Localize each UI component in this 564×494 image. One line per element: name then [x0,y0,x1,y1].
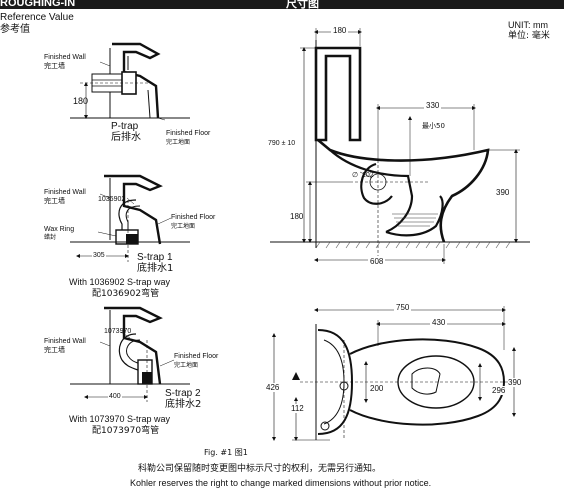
strap1-finished-wall-label: Finished Wall [44,189,86,196]
side-dim-180-top: 180 [331,26,349,35]
strap2-finished-wall-cn: 完工墙 [44,346,65,354]
ptrap-finished-wall-label: Finished Wall [44,54,86,61]
top-dim-430: 430 [430,318,448,327]
side-dim-330: 330 [424,101,442,110]
top-dim-390: 390 [508,378,522,387]
strap2-with-cn: 配1073970弯管 [92,426,160,436]
strap2-finished-wall-label: Finished Wall [44,338,86,345]
strap1-dim-305: 305 [92,252,106,260]
top-dim-200: 200 [370,384,384,393]
strap2-title-cn: 底排水2 [165,399,202,410]
strap2-part-number: 1073970 [104,328,132,335]
top-dim-426: 426 [266,383,280,392]
strap2-title: S-trap 2 [165,388,201,399]
side-dim-180-low: 180 [290,212,304,221]
unit-label: UNIT: mm [508,20,548,30]
reference-label-cn: 参考值 [0,24,30,35]
strap1-finished-floor-cn: 完工地面 [171,223,196,230]
strap1-part-number: 1036902 [98,196,126,203]
top-dim-750: 750 [394,303,412,312]
strap1-title: S-trap 1 [137,252,173,263]
ptrap-title-cn: 后排水 [111,132,141,143]
figure-caption: Fig. #1 图1 [204,448,248,457]
notice-cn: 科勒公司保留随时变更图中标示尺寸的权利，无需另行通知。 [138,464,382,474]
side-dim-102: 102 [362,172,374,179]
strap2-dim-400: 400 [108,393,122,401]
top-dim-296: 296 [492,386,506,395]
side-dim-790: 790 ± 10 [268,140,296,148]
strap2-finished-floor-label: Finished Floor [174,353,219,360]
side-dim-390: 390 [496,188,510,197]
ptrap-finished-floor-cn: 完工地面 [166,139,191,146]
header-center-title: 尺寸图 [286,0,319,10]
strap1-wax-ring-cn: 蜡封 [44,234,57,241]
strap2-with-label: With 1073970 S-trap way [69,414,171,424]
notice-en: Kohler reserves the right to change mark… [130,478,432,488]
strap1-wax-ring-label: Wax Ring [44,226,75,233]
top-dim-112: 112 [291,404,304,413]
reference-label: Reference Value [0,12,74,23]
unit-label-cn: 单位: 毫米 [508,31,550,41]
header-title: ROUGHING-IN [0,0,76,9]
ptrap-finished-wall-cn: 完工墙 [44,62,65,70]
ptrap-dim-180: 180 [73,96,89,106]
ptrap-title: P-trap [111,121,139,132]
strap1-with-label: With 1036902 S-trap way [69,277,171,287]
side-diameter-symbol: ∅ [352,172,359,179]
strap1-finished-wall-cn: 完工墙 [44,197,65,205]
ptrap-finished-floor-label: Finished Floor [166,130,211,137]
side-dim-608: 608 [368,257,386,266]
strap1-title-cn: 底排水1 [137,263,174,274]
strap1-finished-floor-label: Finished Floor [171,214,216,221]
strap2-finished-floor-cn: 完工地面 [174,362,199,369]
side-min-50: 最小50 [422,122,445,130]
header-bar [0,0,564,9]
strap1-with-cn: 配1036902弯管 [92,289,160,299]
